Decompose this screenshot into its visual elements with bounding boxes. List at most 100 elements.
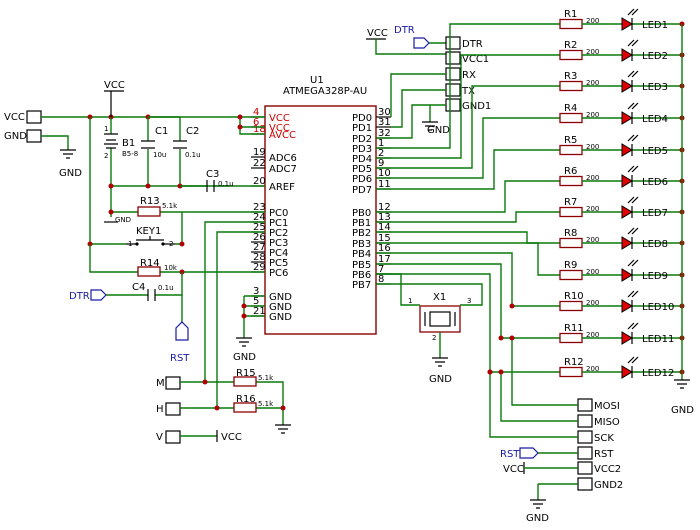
h-connector xyxy=(165,402,181,416)
mcu-pin-name: AREF xyxy=(269,182,295,193)
r13-body xyxy=(137,206,161,217)
header-pin-label: VCC2 xyxy=(594,464,621,475)
c2-label: C2 xyxy=(186,126,199,137)
mcu-pin-num: 16 xyxy=(378,243,391,254)
mcu-pin-num: 22 xyxy=(253,158,266,169)
mcu-pin-name: ADC6 xyxy=(269,153,297,164)
led-resistor xyxy=(559,269,583,281)
vcc-label-header: VCC xyxy=(367,28,388,39)
header-pin-label: GND2 xyxy=(594,480,623,491)
rst-label-left: RST xyxy=(170,353,190,364)
led-label: LED2 xyxy=(642,51,668,62)
led-row: R6 200 LED6 xyxy=(376,165,685,213)
led-resistor xyxy=(559,300,583,312)
mcu-pin-name: VCC xyxy=(269,123,290,134)
vcc-label-v: VCC xyxy=(221,432,242,443)
mcu-pin-name: PB3 xyxy=(352,239,371,250)
led-diode xyxy=(621,331,633,345)
rst-label-right: RST xyxy=(500,449,520,460)
led-resistor-label: R8 xyxy=(564,228,577,239)
led-label: LED9 xyxy=(642,271,668,282)
led-resistor xyxy=(559,237,583,249)
batt-pin2: 2 xyxy=(104,152,108,160)
c4-label: C4 xyxy=(132,282,145,293)
mcu-pin-name: PC1 xyxy=(269,218,288,229)
mcu-pin-num: 23 xyxy=(253,202,266,213)
gnd-label-3: GND xyxy=(233,352,256,363)
led-diode xyxy=(621,143,633,157)
led-resistor-label: R10 xyxy=(564,291,584,302)
led-resistor xyxy=(559,206,583,218)
led-resistor-value: 200 xyxy=(586,299,599,307)
led-resistor-value: 200 xyxy=(586,79,599,87)
led-label: LED6 xyxy=(642,177,668,188)
c3-value: 0.1u xyxy=(218,180,234,188)
led-resistor-value: 200 xyxy=(586,268,599,276)
mcu-left-pins: 4VCC6VCC18AVCC19ADC622ADC720AREF23PC024P… xyxy=(251,107,297,323)
led-resistor xyxy=(559,332,583,344)
led-resistor-value: 200 xyxy=(586,205,599,213)
led-resistor-value: 200 xyxy=(586,143,599,151)
mcu-pin-num: 3 xyxy=(253,286,259,297)
led-resistor-label: R7 xyxy=(564,197,577,208)
mcu-pin-name: PC5 xyxy=(269,258,288,269)
mcu-pin-num: 32 xyxy=(378,128,391,139)
header-pin-label: RST xyxy=(594,449,614,460)
led-diode xyxy=(621,365,633,379)
header-pin-label: GND1 xyxy=(462,101,491,112)
led-resistor xyxy=(559,80,583,92)
vcc-label-top: VCC xyxy=(104,80,125,91)
led-label: LED3 xyxy=(642,82,668,93)
dtr-port-top xyxy=(413,37,430,49)
mcu-pin-name: PC0 xyxy=(269,208,288,219)
led-diode xyxy=(621,299,633,313)
mcu-pin-num: 1 xyxy=(378,138,384,149)
led-label: LED4 xyxy=(642,114,668,125)
header-pin-box xyxy=(577,398,593,412)
mcu-part: ATMEGA328P-AU xyxy=(283,86,367,97)
led-diode xyxy=(621,174,633,188)
gnd-label-bottom: GND xyxy=(526,513,549,524)
led-resistor-value: 200 xyxy=(586,174,599,182)
mcu-pin-name: PD5 xyxy=(352,164,372,175)
header-pin-box xyxy=(577,461,593,475)
mcu-pin-name: GND xyxy=(269,312,292,323)
gnd-label-led: GND xyxy=(671,405,694,416)
led-resistor-label: R6 xyxy=(564,166,577,177)
gnd-connector xyxy=(26,129,42,143)
r16-body xyxy=(233,402,257,413)
v-connector xyxy=(165,430,181,444)
led-diode xyxy=(621,236,633,250)
header-pin-label: RX xyxy=(462,70,476,81)
mcu-pin-name: PD0 xyxy=(352,113,372,124)
r14-label: R14 xyxy=(140,258,160,269)
led-resistor-value: 200 xyxy=(586,236,599,244)
mcu-pin-num: 12 xyxy=(378,202,391,213)
led-resistor xyxy=(559,18,583,30)
mcu-pin-name: VCC xyxy=(269,113,290,124)
mcu-pin-name: PC2 xyxy=(269,228,288,239)
mcu-pin-name: PB4 xyxy=(352,249,371,260)
header-pin-label: SCK xyxy=(594,433,614,444)
r13-value: 5.1k xyxy=(162,202,178,210)
r14-value: 10k xyxy=(164,264,178,272)
mcu-pin-name: AVCC xyxy=(269,130,296,141)
mcu-pin-name: PD4 xyxy=(352,154,372,165)
mcu-pin-num: 9 xyxy=(378,158,384,169)
gnd-label-header: GND xyxy=(427,125,450,136)
led-resistor-value: 200 xyxy=(586,48,599,56)
mcu-pin-name: PD2 xyxy=(352,134,372,145)
v-label: V xyxy=(156,432,163,443)
led-label: LED12 xyxy=(642,368,674,379)
led-diode xyxy=(621,205,633,219)
header-pin-box xyxy=(445,83,461,97)
rst-port-left xyxy=(175,321,189,341)
led-resistor-label: R5 xyxy=(564,135,577,146)
mcu-pin-num: 11 xyxy=(378,179,391,190)
mcu-pin-name: PB0 xyxy=(352,208,371,219)
mcu-pin-name: PB5 xyxy=(352,260,371,271)
mcu-pin-num: 25 xyxy=(253,222,266,233)
